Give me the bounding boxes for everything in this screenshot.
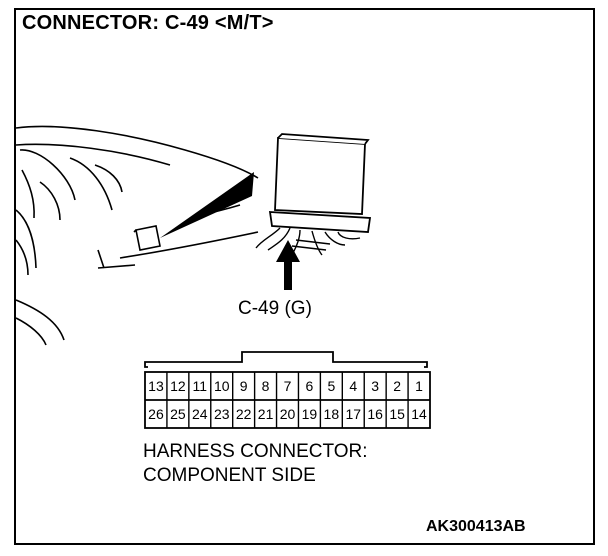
pin-23-label: 23 [214, 406, 230, 422]
control-module [268, 133, 372, 233]
pin-26-label: 26 [148, 406, 164, 422]
figure-code: AK300413AB [426, 518, 526, 535]
harness-connector [144, 351, 431, 429]
pin-10-label: 10 [214, 378, 230, 394]
pin-19-label: 19 [302, 406, 318, 422]
pin-7-label: 7 [284, 378, 292, 394]
pin-13-label: 13 [148, 378, 164, 394]
pin-25-label: 25 [170, 406, 186, 422]
caption-line-2: COMPONENT SIDE [143, 465, 316, 486]
pin-8-label: 8 [262, 378, 270, 394]
pin-12-label: 12 [170, 378, 186, 394]
module-wiring [255, 227, 361, 259]
diagram-frame [14, 8, 595, 545]
caption-line-1: HARNESS CONNECTOR: [143, 441, 368, 462]
pin-5-label: 5 [327, 378, 335, 394]
pin-11-label: 11 [193, 378, 208, 394]
dashboard-drawing [15, 125, 259, 346]
connector-location-box [133, 225, 161, 251]
connector-label: C-49 (G) [238, 298, 312, 319]
pin-2-label: 2 [393, 378, 401, 394]
pin-16-label: 16 [367, 406, 383, 422]
pin-6-label: 6 [306, 378, 314, 394]
pin-3-label: 3 [371, 378, 379, 394]
pin-1-label: 1 [415, 378, 423, 394]
pin-20-label: 20 [280, 406, 296, 422]
pin-14-label: 14 [411, 406, 427, 422]
pin-18-label: 18 [324, 406, 340, 422]
arrow-up-icon [276, 240, 300, 290]
pin-22-label: 22 [236, 406, 252, 422]
pin-15-label: 15 [389, 406, 405, 422]
pin-9-label: 9 [240, 378, 248, 394]
pin-17-label: 17 [345, 406, 361, 422]
connector-caption: HARNESS CONNECTOR: COMPONENT SIDE [143, 440, 368, 488]
pin-4-label: 4 [349, 378, 357, 394]
diagram-title: CONNECTOR: C-49 <M/T> [22, 12, 274, 34]
pin-24-label: 24 [192, 406, 208, 422]
callout-wedge [160, 172, 254, 238]
pin-21-label: 21 [258, 406, 274, 422]
